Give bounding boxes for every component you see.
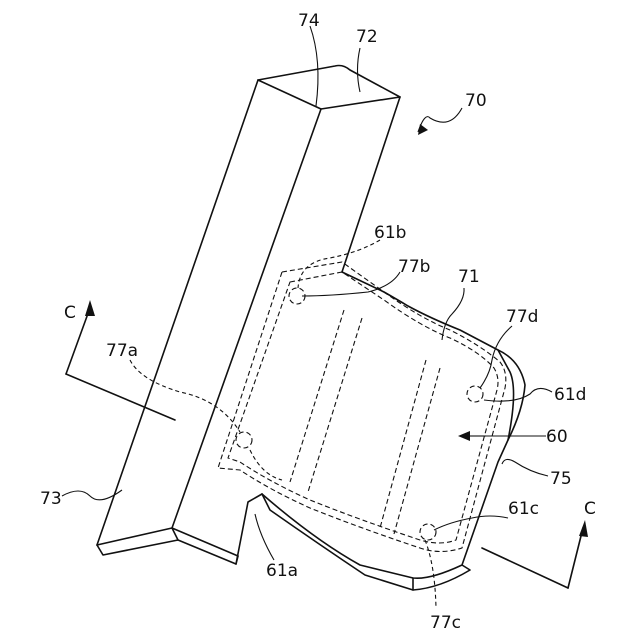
label-60: 60 (546, 427, 568, 447)
label-77b: 77b (398, 257, 430, 277)
label-77d: 77d (506, 307, 538, 327)
label-77a: 77a (106, 341, 138, 361)
label-61b: 61b (374, 223, 406, 243)
label-72: 72 (356, 27, 378, 47)
label-61d: 61d (554, 385, 586, 405)
label-71: 71 (458, 267, 480, 287)
leader-lines (62, 26, 552, 608)
label-73: 73 (40, 489, 62, 509)
label-c-top: C (64, 303, 76, 323)
label-61a: 61a (266, 561, 298, 581)
label-75: 75 (550, 469, 572, 489)
hidden-member (218, 262, 506, 552)
vertical-post (97, 66, 400, 565)
label-61c: 61c (508, 499, 539, 519)
label-c-bottom: C (584, 499, 596, 519)
label-70: 70 (465, 91, 487, 111)
label-77c: 77c (430, 613, 461, 633)
label-74: 74 (298, 11, 320, 31)
